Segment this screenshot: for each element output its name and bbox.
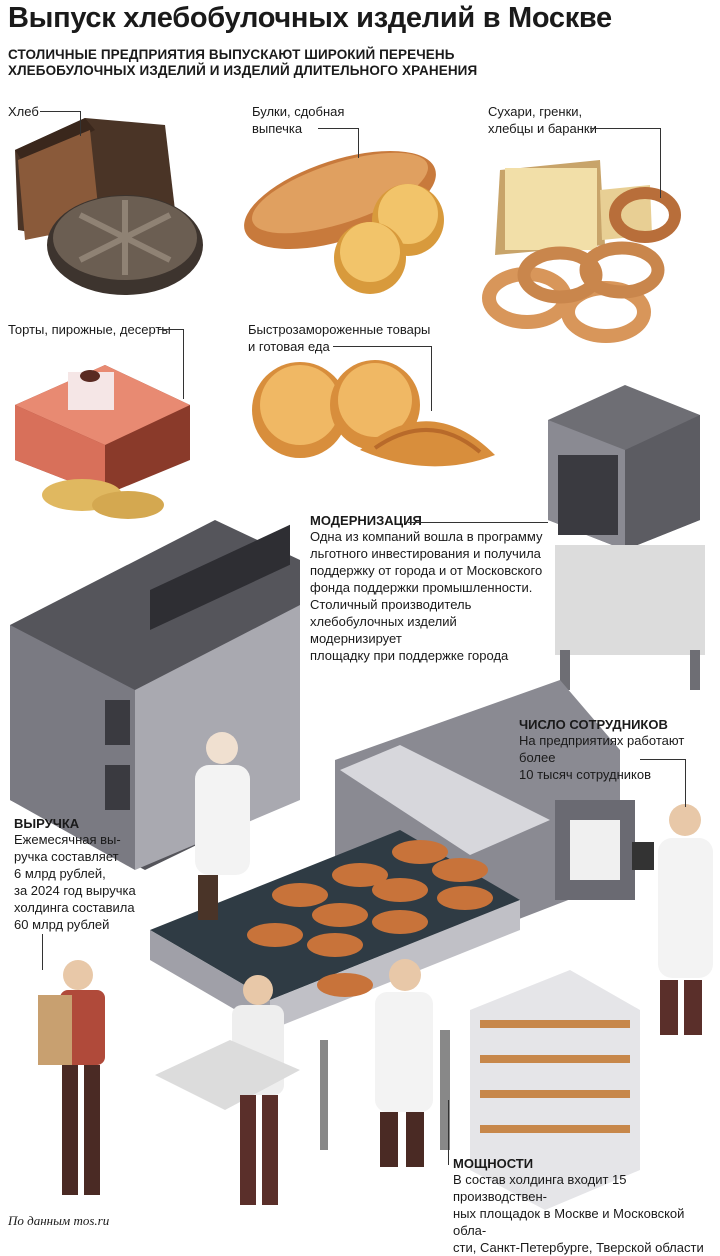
label-frozen-2: и готовая еда	[248, 339, 330, 354]
revenue-line: 6 млрд рублей,	[14, 866, 106, 881]
leader-cakes-v	[183, 329, 184, 399]
capacity-line: ных площадок в Москве и Московской обла-	[453, 1206, 685, 1238]
leader-modernization	[408, 522, 548, 523]
buns-illustration	[244, 150, 444, 294]
capacity-heading: МОЩНОСТИ	[453, 1156, 534, 1171]
leader-crackers-v	[660, 128, 661, 198]
employees-line: На предприятиях работают более	[519, 733, 685, 765]
pastry-illustration	[252, 360, 495, 467]
leader-crackers	[590, 128, 660, 129]
leader-cakes	[158, 329, 183, 330]
capacity-block: МОЩНОСТИ В состав холдинга входит 15 про…	[453, 1156, 718, 1256]
revenue-line: ручка составляет	[14, 849, 119, 864]
leader-buns-v	[358, 128, 359, 158]
bread-illustration	[15, 118, 203, 295]
employees-line: 10 тысяч сотрудников	[519, 767, 651, 782]
label-cakes: Торты, пирожные, десерты	[8, 322, 171, 337]
crackers-illustration	[482, 160, 681, 343]
proofer-illustration	[548, 385, 705, 690]
leader-buns	[318, 128, 358, 129]
leader-employees	[640, 759, 685, 760]
capacity-line: В состав холдинга входит 15 производстве…	[453, 1172, 627, 1204]
modernization-line: хлебобулочных изделий модернизирует	[310, 614, 457, 646]
capacity-line: сти, Санкт-Петербурге, Тверской области	[453, 1240, 704, 1255]
leader-capacity	[448, 1100, 449, 1165]
page-title: Выпуск хлебобулочных изделий в Москве	[8, 2, 612, 34]
modernization-line: фонда поддержки промышленности.	[310, 580, 533, 595]
label-frozen-1: Быстрозамороженные товары	[248, 322, 431, 337]
leader-revenue	[42, 934, 43, 970]
revenue-line: Ежемесячная вы-	[14, 832, 121, 847]
modernization-line: льготного инвестирования и получила	[310, 546, 541, 561]
modernization-line: Одна из компаний вошла в программу	[310, 529, 543, 544]
revenue-block: ВЫРУЧКА Ежемесячная вы- ручка составляет…	[14, 816, 154, 933]
revenue-heading: ВЫРУЧКА	[14, 816, 80, 831]
leader-frozen-v	[431, 346, 432, 411]
revenue-line: за 2024 год выручка	[14, 883, 136, 898]
leader-bread-v	[80, 111, 81, 136]
rack-illustration	[470, 970, 640, 1210]
leader-bread	[40, 111, 80, 112]
modernization-line: площадку при поддержке города	[310, 648, 509, 663]
revenue-line: 60 млрд рублей	[14, 917, 110, 932]
employees-block: ЧИСЛО СОТРУДНИКОВ На предприятиях работа…	[519, 717, 719, 783]
label-bread: Хлеб	[8, 104, 39, 119]
leader-employees-v	[685, 759, 686, 807]
leader-frozen	[333, 346, 431, 347]
modernization-heading: МОДЕРНИЗАЦИЯ	[310, 513, 422, 528]
workers-illustration	[38, 732, 713, 1205]
modernization-block: МОДЕРНИЗАЦИЯ Одна из компаний вошла в пр…	[310, 513, 545, 664]
label-buns-1: Булки, сдобная	[252, 104, 345, 119]
revenue-line: холдинга составила	[14, 900, 135, 915]
loaves-illustration	[247, 840, 493, 997]
employees-heading: ЧИСЛО СОТРУДНИКОВ	[519, 717, 668, 732]
label-crackers-1: Сухари, гренки,	[488, 104, 583, 119]
modernization-line: поддержку от города и от Московского	[310, 563, 543, 578]
cake-illustration	[15, 365, 190, 519]
page-subtitle: СТОЛИЧНЫЕ ПРЕДПРИЯТИЯ ВЫПУСКАЮТ ШИРОКИЙ …	[8, 47, 478, 78]
label-buns-2: выпечка	[252, 121, 303, 136]
source-note: По данным mos.ru	[8, 1213, 110, 1228]
label-crackers-2: хлебцы и баранки	[488, 121, 597, 136]
modernization-line: Столичный производитель	[310, 597, 472, 612]
